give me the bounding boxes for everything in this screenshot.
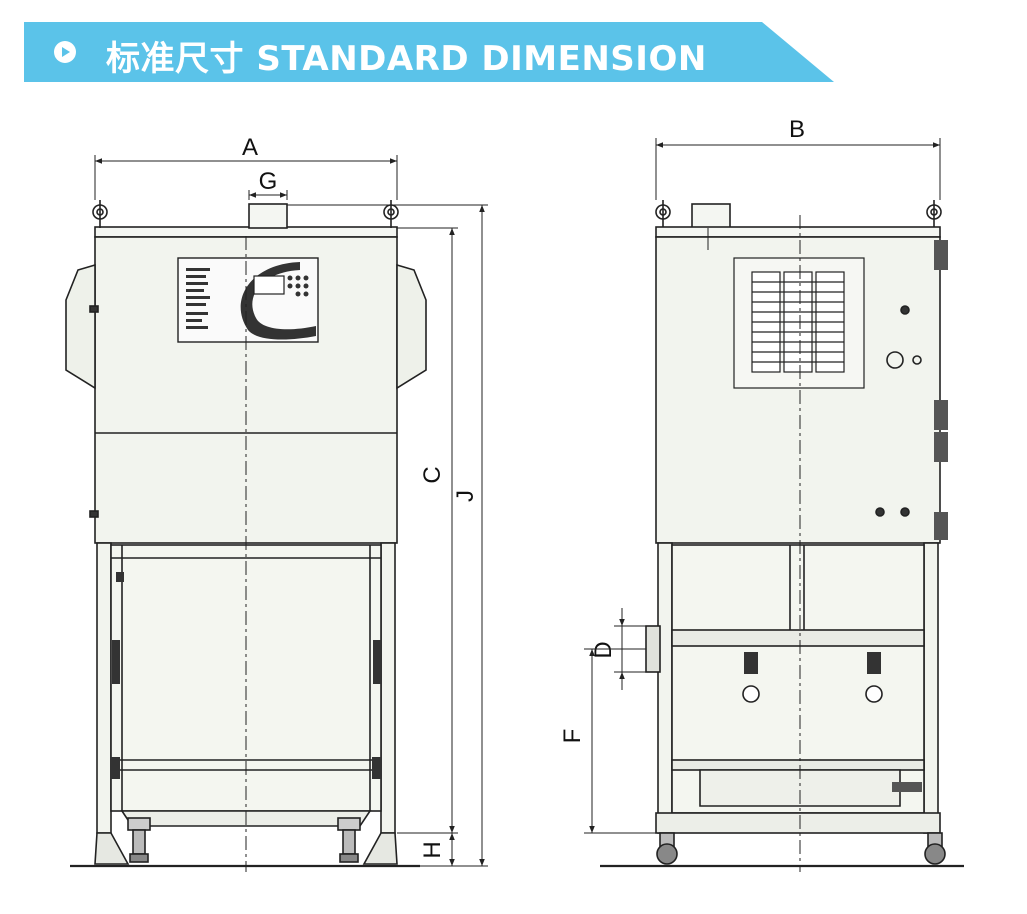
clamp-icon xyxy=(742,652,760,703)
caster-wheel-icon xyxy=(337,817,361,863)
clamp-icon xyxy=(865,652,883,703)
dimension-label-a: A xyxy=(242,134,258,161)
lifting-eye-icon xyxy=(926,200,942,228)
caster-wheel-icon xyxy=(924,832,946,865)
lifting-eye-icon xyxy=(92,200,108,228)
side-view: B D F xyxy=(559,116,964,872)
dimension-label-j: J xyxy=(452,490,479,502)
dimension-label-h: H xyxy=(419,841,446,858)
dimension-label-c: C xyxy=(419,466,446,483)
dimension-label-b: B xyxy=(789,116,805,143)
dimension-label-g: G xyxy=(259,168,278,195)
dimension-label-f: F xyxy=(559,729,586,744)
dimension-label-d: D xyxy=(590,641,617,658)
caster-wheel-icon xyxy=(656,832,678,865)
header-bar xyxy=(24,22,834,82)
section-header: 标准尺寸 STANDARD DIMENSION xyxy=(24,22,834,82)
section-title: 标准尺寸 STANDARD DIMENSION xyxy=(106,39,707,79)
front-view: A G C J H xyxy=(65,134,488,872)
lifting-eye-icon xyxy=(383,200,399,228)
caster-wheel-icon xyxy=(127,817,151,863)
play-circle-icon xyxy=(54,41,76,63)
lifting-eye-icon xyxy=(655,200,671,228)
